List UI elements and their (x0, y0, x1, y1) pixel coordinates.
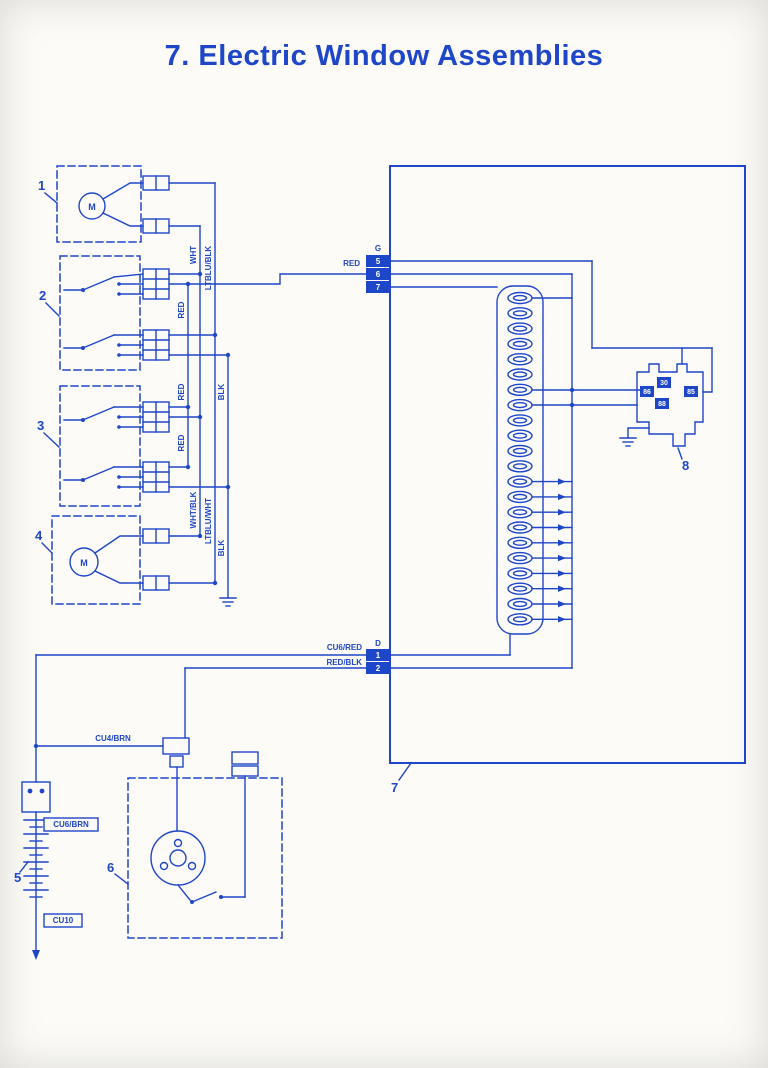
wire-label-cu6-red: CU6/RED (327, 643, 362, 652)
component-3-number: 3 (37, 418, 44, 433)
ground-symbol-left (219, 597, 237, 607)
component-6-number: 6 (107, 860, 114, 875)
wire-label-wht-blk: WHT/BLK (189, 491, 198, 528)
motor-icon (69, 547, 99, 577)
wire-label-blk-a: BLK (217, 384, 226, 401)
component-2-number: 2 (39, 288, 46, 303)
component-7-harness-box: 7 (389, 165, 746, 795)
wire-label-red-a: RED (177, 301, 186, 318)
relay-pin-30: 30 (660, 380, 668, 387)
connector-d-id: D (375, 639, 381, 648)
terminal-strip (389, 273, 641, 669)
connector-g-pin-5: 5 (376, 257, 381, 266)
wire-label-red-feed: RED (343, 259, 360, 268)
connector-g-id: G (375, 244, 381, 253)
diagram-title: 7. Electric Window Assemblies (164, 40, 604, 72)
wire-label-cu4-brn: CU4/BRN (95, 734, 131, 743)
component-3-window-switches: 3 (37, 385, 231, 507)
terminal-strip-taps (531, 478, 573, 623)
terminal-strip-contacts (507, 291, 533, 626)
connector-d-pin-1: 1 (376, 651, 381, 660)
component-5-battery: CU6/BRN 5 CU10 (14, 654, 99, 960)
wire-label-cu6-brn: CU6/BRN (53, 820, 89, 829)
component-1-number: 1 (38, 178, 45, 193)
ground-symbol-relay (619, 427, 650, 447)
connector-g-pin-7: 7 (376, 283, 381, 292)
motor-icon (78, 192, 106, 220)
wire-label-wht: WHT (189, 246, 198, 264)
motor-label: M (88, 202, 96, 212)
relay-pin-86: 86 (643, 389, 651, 396)
wire-label-red-b: RED (177, 383, 186, 400)
wire-bus-group: WHT LTBLU/BLK RED RED BLK RED WHT/BLK LT… (177, 182, 237, 607)
wire-label-red-c: RED (177, 434, 186, 451)
component-1-window-motor: M 1 (38, 165, 216, 243)
component-2-window-switches: 2 (39, 255, 367, 371)
motor-label: M (80, 558, 88, 568)
connector-d-pin-2: 2 (376, 664, 381, 673)
wire-label-red-blk: RED/BLK (326, 658, 362, 667)
wire-label-blk-b: BLK (217, 540, 226, 557)
connector-d: D 1 2 CU6/RED RED/BLK (35, 639, 390, 739)
relay-pin-85: 85 (687, 389, 695, 396)
wire-label-cu10: CU10 (53, 916, 74, 925)
component-4-number: 4 (35, 528, 43, 543)
connector-g-pin-6: 6 (376, 270, 381, 279)
component-8-relay: 30 86 85 88 8 (619, 347, 713, 473)
wire-label-ltblu-wht: LTBLU/WHT (204, 498, 213, 544)
relay-pin-88: 88 (658, 401, 666, 408)
component-4-window-motor: 4 M (35, 515, 218, 605)
wire-label-ltblu-blk: LTBLU/BLK (204, 246, 213, 291)
component-5-number: 5 (14, 870, 21, 885)
component-8-number: 8 (682, 458, 689, 473)
connector-g: G 5 6 7 RED (343, 244, 713, 349)
component-7-number: 7 (391, 780, 398, 795)
component-6-regulator-unit: CU4/BRN 6 (35, 734, 283, 939)
